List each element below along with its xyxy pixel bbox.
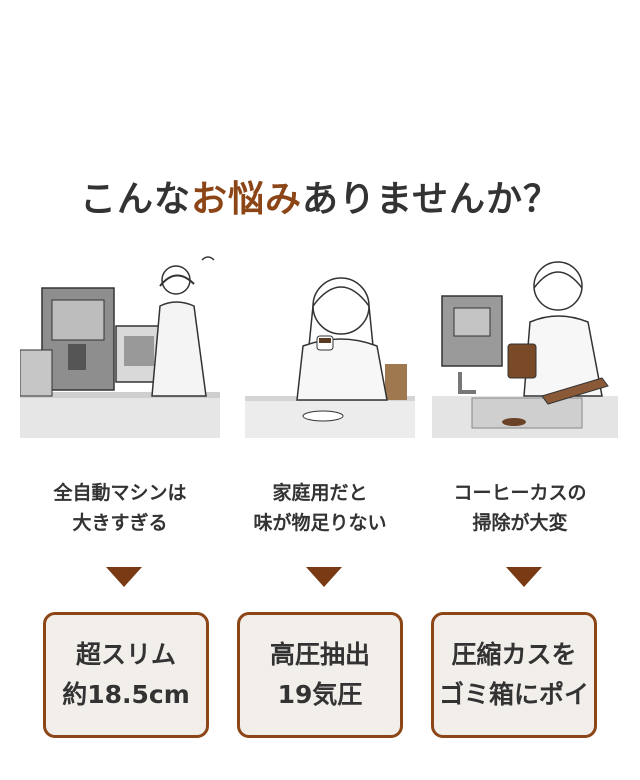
issue-caption-line1: 家庭用だと — [272, 482, 368, 504]
issue-caption-line2: 掃除が大変 — [472, 512, 568, 534]
down-arrow-icon — [506, 567, 542, 587]
solution-line1: 高圧抽出 — [269, 640, 370, 669]
solution-line2: ゴミ箱にポイ — [438, 680, 589, 709]
solution-line1: 超スリム — [75, 640, 176, 669]
solution-line2: 約18.5cm — [62, 680, 190, 709]
solution-line1: 圧縮カスを — [451, 640, 577, 669]
woman-tasting-coffee-illustration — [245, 277, 415, 438]
solution-box: 超スリム 約18.5cm — [43, 612, 209, 738]
issue-caption: 家庭用だと 味が物足りない — [210, 478, 430, 538]
down-arrow-icon — [306, 567, 342, 587]
down-arrow-icon — [106, 567, 142, 587]
headline-post: ありませんか？ — [302, 179, 560, 220]
issue-caption: 全自動マシンは 大きすぎる — [10, 478, 230, 538]
solution-box: 高圧抽出 19気圧 — [237, 612, 403, 738]
headline-accent: お悩み — [191, 179, 303, 220]
solution-box: 圧縮カスを ゴミ箱にポイ — [431, 612, 597, 738]
headline-pre: こんな — [80, 179, 192, 220]
solution-line2: 19気圧 — [277, 680, 363, 709]
issue-caption-line1: コーヒーカスの — [453, 482, 587, 504]
headline: こんなお悩みありませんか？ — [0, 170, 640, 222]
issue-caption-line2: 味が物足りない — [253, 512, 387, 534]
kitchen-machine-illustration — [20, 256, 220, 438]
woman-cleaning-grounds-illustration — [432, 261, 618, 438]
issue-caption: コーヒーカスの 掃除が大変 — [410, 478, 630, 538]
issue-caption-line1: 全自動マシンは — [53, 482, 187, 504]
issue-caption-line2: 大きすぎる — [72, 512, 168, 534]
